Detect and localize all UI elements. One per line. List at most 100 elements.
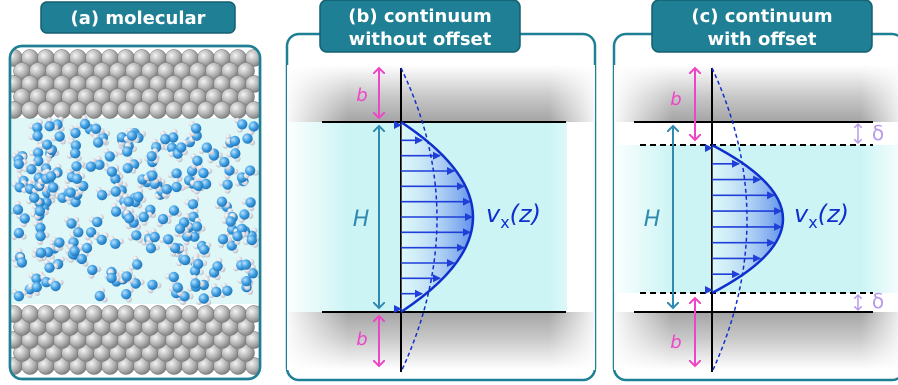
water-molecule — [226, 148, 241, 162]
water-molecule — [214, 196, 230, 209]
panel-b-title-line-2: without offset — [349, 29, 492, 50]
slip-label-bottom-b: b — [356, 329, 367, 350]
wall-atom — [245, 305, 260, 323]
wall-atom — [245, 75, 260, 93]
water-molecule — [212, 257, 226, 273]
height-label-c: H — [644, 207, 661, 232]
wall-atom — [101, 101, 119, 119]
water-molecule — [198, 142, 215, 155]
water-molecule — [28, 119, 43, 133]
wall-atom — [229, 101, 247, 119]
water-molecule — [123, 130, 140, 143]
water-molecule — [76, 115, 91, 130]
water-molecule — [78, 239, 93, 254]
height-label-b: H — [353, 207, 370, 232]
slip-label-top-c: b — [670, 89, 681, 110]
wall-atom — [237, 344, 255, 362]
wall-atom — [245, 357, 260, 375]
water-molecule — [88, 214, 104, 228]
wall-atom — [229, 305, 247, 323]
water-molecule — [94, 155, 109, 170]
wall-atom — [237, 62, 255, 80]
water-molecule — [196, 293, 212, 306]
wall-atom — [149, 101, 167, 119]
panel-a-title: (a) molecular — [40, 1, 236, 34]
extrapolated-profile-c — [711, 67, 748, 373]
water-molecule — [95, 187, 111, 201]
panel-continuum-no-offset: b b H vx(z) (b) continuum without offset — [285, 0, 597, 382]
water-molecule — [219, 282, 233, 298]
wall-atom — [165, 305, 183, 323]
water-molecule — [106, 269, 121, 284]
water-molecule — [51, 236, 65, 252]
water-molecule — [110, 182, 125, 198]
water-molecule — [32, 247, 47, 262]
water-molecule — [122, 159, 137, 174]
water-molecule — [146, 148, 159, 164]
wall-atom — [245, 331, 260, 349]
wall-atom — [10, 101, 23, 119]
water-molecule — [48, 278, 64, 292]
water-molecule — [240, 259, 255, 274]
water-molecule — [234, 117, 248, 133]
water-molecule — [44, 168, 60, 182]
water-molecule — [174, 223, 189, 237]
water-molecule — [224, 165, 239, 180]
water-molecule — [63, 216, 80, 229]
wall-atom — [237, 88, 255, 106]
water-molecule — [103, 148, 119, 162]
water-molecule — [133, 188, 147, 203]
water-molecule — [158, 183, 172, 198]
wall-atom — [21, 101, 39, 119]
water-molecule — [92, 133, 108, 148]
water-molecule — [156, 213, 172, 228]
water-molecule — [11, 289, 27, 302]
water-molecule — [27, 281, 42, 296]
water-molecule — [241, 197, 256, 212]
water-molecule — [13, 253, 28, 268]
water-molecule — [94, 287, 108, 303]
water-molecule — [171, 177, 186, 193]
wall-atom — [197, 101, 215, 119]
water-molecule — [164, 271, 179, 286]
wall-atom — [213, 305, 231, 323]
wall-atom — [117, 101, 135, 119]
water-molecules — [10, 115, 260, 306]
wall-atom — [133, 305, 151, 323]
wall-atom — [197, 305, 215, 323]
water-molecule — [121, 287, 134, 303]
water-molecule — [108, 236, 124, 249]
water-molecule — [197, 165, 213, 179]
water-molecule — [147, 279, 162, 294]
water-molecule — [225, 135, 241, 150]
water-molecule — [180, 250, 195, 266]
water-molecule — [247, 264, 260, 279]
water-molecule — [217, 234, 232, 248]
wall-atom — [101, 305, 119, 323]
panel-c-title-line-1: (c) continuum — [691, 6, 832, 27]
wall-atom — [85, 305, 103, 323]
water-molecule — [22, 160, 37, 175]
water-molecule — [242, 130, 256, 146]
top-wall-atoms — [10, 49, 260, 119]
water-molecule — [243, 234, 259, 248]
water-molecule — [34, 205, 49, 220]
water-molecule — [26, 192, 42, 205]
velocity-label-c: vx(z) — [794, 200, 849, 232]
wall-atom — [181, 305, 199, 323]
wall-atom — [245, 101, 260, 119]
wall-atom — [181, 101, 199, 119]
water-molecule — [190, 153, 203, 169]
water-molecule — [87, 264, 102, 279]
water-molecule — [11, 227, 27, 240]
water-molecule — [205, 267, 221, 281]
slip-label-top-b: b — [356, 85, 367, 106]
water-molecule — [129, 255, 143, 271]
water-molecule — [13, 158, 28, 173]
water-molecule — [243, 165, 259, 179]
water-molecule — [189, 121, 202, 137]
water-molecule — [221, 212, 236, 227]
water-molecule — [43, 259, 59, 273]
wall-atom — [69, 305, 87, 323]
